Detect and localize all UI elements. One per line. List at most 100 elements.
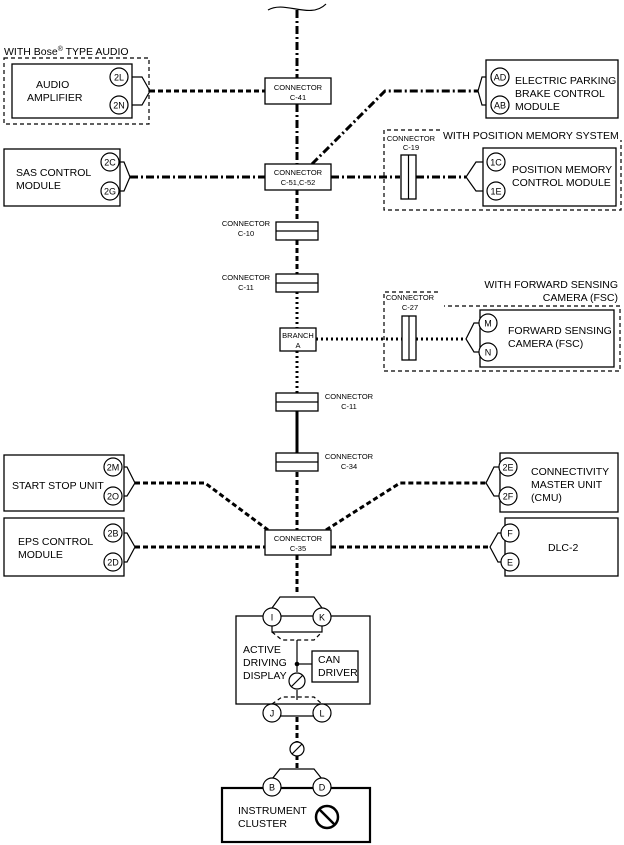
add-input-fork [271,596,323,609]
connector-c11-upper: CONNECTOR C-11 [222,273,319,293]
ssu-pin-2m [103,457,123,477]
dlc-pin-fork [489,532,505,563]
c35-label: CONNECTOR [274,534,323,543]
termination-resistor-icon [288,672,306,690]
termination-resistor-icon [314,804,340,830]
eps-control-module: EPS CONTROL MODULE 2B 2D [3,517,125,577]
connector-c34: CONNECTOR C-34 [275,452,374,472]
sas-pin-2c-label: 2C [104,158,116,168]
pm-pin-1c-label: 1C [490,158,502,168]
dlc-pin-f-label: F [507,529,513,539]
ssu-pin-2o-label: 2O [107,492,119,502]
dlc-pin-f [500,523,520,543]
fsc-name-2: CAMERA (FSC) [508,338,583,350]
ssu-pin-fork [121,466,136,497]
eps-name-1: EPS CONTROL [18,536,93,548]
sas-pin-fork [118,161,131,192]
add-pin-j [262,703,282,723]
break-mark [267,3,327,12]
eps-pin-fork [121,532,136,563]
c11b-id: C-11 [341,402,357,411]
dlc-pin-e-label: E [507,558,513,568]
epb-pin-ad [490,67,510,87]
cmu-pin-2e-label: 2E [502,463,513,473]
audio-amp-pin-2l [109,67,129,87]
active-driving-display: CAN DRIVER ACTIVE DRIVING DISPLAY I K J … [235,607,371,723]
eps-pin-2b [103,523,123,543]
fsc-name-1: FORWARD SENSING [508,325,612,337]
pm-pin-1e [486,181,506,201]
c27-id: C-27 [402,303,418,312]
c11a-id: C-11 [238,283,254,292]
cluster-name-2: CLUSTER [238,818,287,830]
c34-id: C-34 [341,462,357,471]
wire-start-stop [135,481,269,532]
pm-dashed-enclosure [383,129,622,211]
eps-pin-2d-label: 2D [107,558,119,568]
epb-control-module: ELECTRIC PARKING BRAKE CONTROL MODULE AD… [485,59,619,119]
cmu-pin-fork [485,466,500,497]
cmu-pin-2f-label: 2F [503,492,514,502]
can-driver-label-2: DRIVER [318,667,358,679]
audio-amp-pin-2l-label: 2L [114,73,124,83]
wire-epb [310,89,478,166]
epb-name-1: ELECTRIC PARKING [515,75,616,87]
add-pin-k-label: K [319,613,325,623]
epb-pin-ab-label: AB [494,101,506,111]
pmcm-pin-fork [465,161,483,192]
position-memory-control-module: WITH POSITION MEMORY SYSTEM CONNECTOR C-… [383,129,622,211]
fsc-header-1: WITH FORWARD SENSING [484,279,618,291]
sas-name-1: SAS CONTROL [16,167,91,179]
cmu-name-3: (CMU) [531,492,562,504]
forward-sensing-camera: WITH FORWARD SENSING CAMERA (FSC) CONNEC… [383,279,621,372]
sas-control-module: SAS CONTROL MODULE 2C 2G [3,148,121,207]
dlc-pin-e [500,552,520,572]
cluster-name-1: INSTRUMENT [238,805,307,817]
add-pin-l-label: L [319,709,324,719]
pm-name-2: CONTROL MODULE [512,177,611,189]
add-pin-i-label: I [271,613,274,623]
inline-termination-icon [289,741,305,757]
sas-pin-2c [100,152,120,172]
sas-pin-2g-label: 2G [104,187,116,197]
epb-pin-ad-label: AD [494,73,507,83]
audio-amp-pin-2n [109,95,129,115]
audio-amp-name-2: AMPLIFIER [27,92,83,104]
pm-header: WITH POSITION MEMORY SYSTEM [443,130,619,142]
ssu-pin-2o [103,486,123,506]
c10-label: CONNECTOR [222,219,271,228]
pm-pin-1c [486,152,506,172]
branch-label: BRANCH [282,331,314,340]
fsc-header-2: CAMERA (FSC) [543,292,618,304]
fsc-dashed-enclosure [383,291,621,372]
audio-amp-name-1: AUDIO [36,79,69,91]
connector-c51-c52: CONNECTOR C-51,C-52 [264,163,332,191]
connector-c41: CONNECTOR C-41 [264,77,332,105]
connectivity-master-unit: CONNECTIVITY MASTER UNIT (CMU) 2E 2F [498,452,619,513]
pm-pin-1e-label: 1E [490,187,501,197]
c41-label: CONNECTOR [274,83,323,92]
fsc-pin-n [478,342,498,362]
connector-c11-lower: CONNECTOR C-11 [275,392,374,412]
can-driver-box [311,650,359,683]
audio-amp-header: WITH Bose® TYPE AUDIO [4,45,129,58]
add-pin-k [312,607,332,627]
eps-name-2: MODULE [18,549,63,561]
start-stop-unit: START STOP UNIT 2M 2O [3,454,125,512]
cmu-pin-2f [498,486,518,506]
pm-name-1: POSITION MEMORY [512,164,612,176]
branch-id: A [295,341,300,350]
c27-label: CONNECTOR [386,293,435,302]
cluster-pin-d [312,777,332,797]
connector-c10: CONNECTOR C-10 [222,219,319,241]
fsc-pin-fork [465,322,480,353]
ssu-pin-2m-label: 2M [107,463,120,473]
sas-pin-2g [100,181,120,201]
cluster-pin-d-label: D [319,783,326,793]
c19-label: CONNECTOR [387,134,436,143]
cluster-pin-b [262,777,282,797]
c51-id: C-51,C-52 [281,178,316,187]
cluster-pin-fork [271,768,323,780]
add-pin-i [262,607,282,627]
can-driver-label-1: CAN [318,654,340,666]
